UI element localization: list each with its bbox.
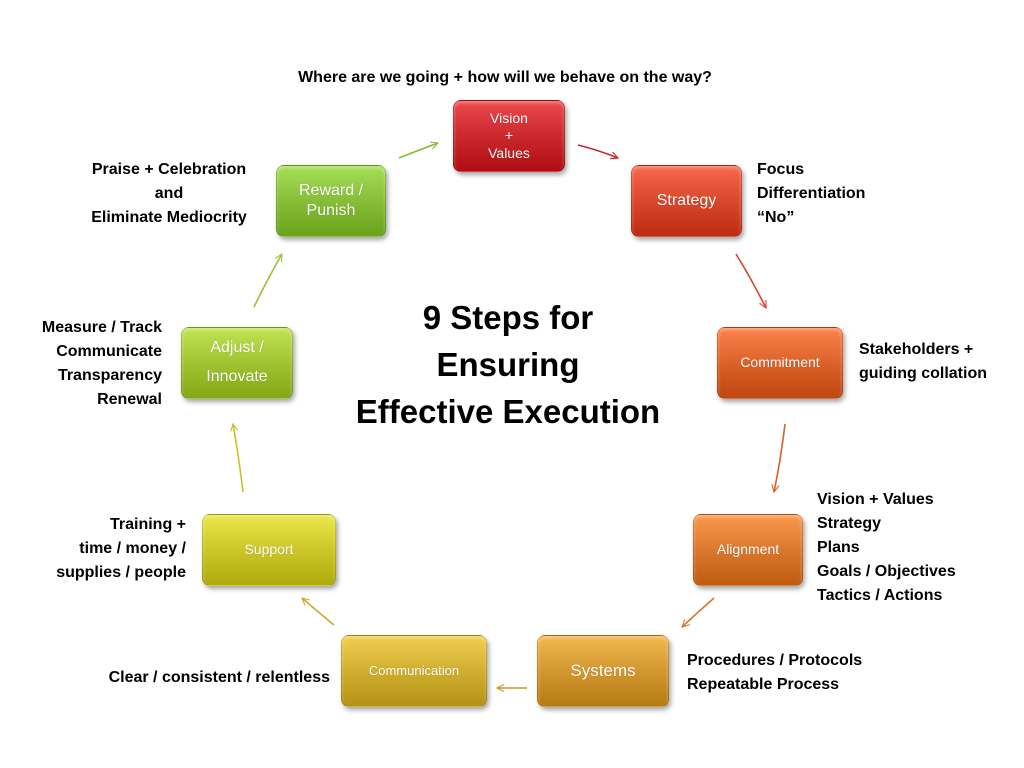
note-systems: Procedures / Protocols Repeatable Proces… xyxy=(687,652,863,693)
arrow-reward-to-vision xyxy=(398,143,438,159)
note-commitment: Stakeholders + guiding collation xyxy=(859,341,987,382)
step-systems: Systems xyxy=(537,635,669,707)
note-communication: Clear / consistent / relentless xyxy=(108,669,330,686)
arrow-adjust-to-reward xyxy=(253,254,283,308)
step-commitment: Commitment xyxy=(717,327,843,399)
step-reward-punish: Reward / Punish xyxy=(276,165,386,237)
note-reward: Praise + Celebration and Eliminate Medio… xyxy=(91,161,247,226)
note-strategy: Focus Differentiation “No” xyxy=(757,161,866,226)
step-vision-values: Vision + Values xyxy=(453,100,565,172)
arrow-communication-to-support xyxy=(302,598,335,626)
diagram-title: 9 Steps for Ensuring Effective Execution xyxy=(355,299,661,430)
arrow-alignment-to-systems xyxy=(682,597,715,627)
step-communication: Communication xyxy=(341,635,487,707)
arrow-support-to-adjust xyxy=(233,424,244,493)
note-adjust: Measure / Track Communicate Transparency… xyxy=(41,319,162,408)
step-alignment: Alignment xyxy=(693,514,803,586)
note-alignment: Vision + Values Strategy Plans Goals / O… xyxy=(817,491,956,604)
step-support: Support xyxy=(202,514,336,586)
arrow-strategy-to-commitment xyxy=(735,253,767,308)
step-adjust-innovate: Adjust / Innovate xyxy=(181,327,293,399)
arrow-vision-to-strategy xyxy=(577,144,618,158)
note-support: Training + time / money / supplies / peo… xyxy=(56,516,186,581)
guiding-question: Where are we going + how will we behave … xyxy=(298,69,712,86)
arrow-commitment-to-alignment xyxy=(774,423,786,492)
step-strategy: Strategy xyxy=(631,165,742,237)
